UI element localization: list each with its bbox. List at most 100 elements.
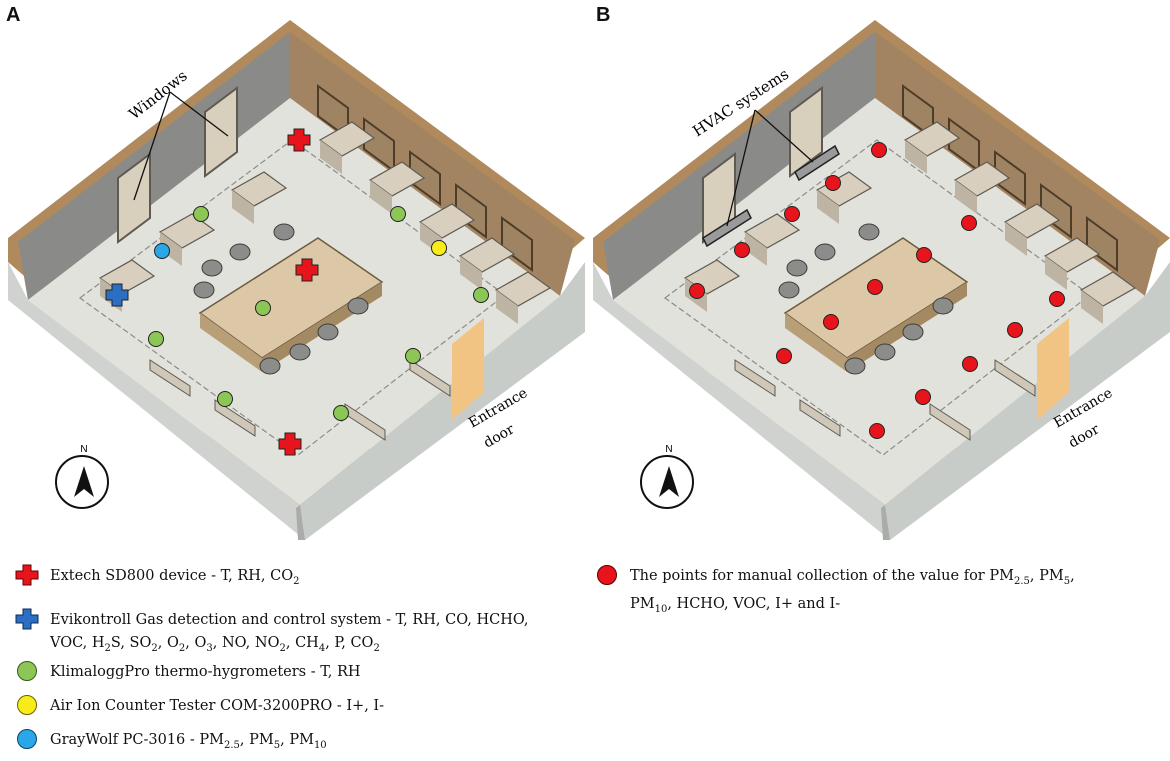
legend-item-manual-points: The points for manual collection of the … — [594, 564, 1075, 620]
chair-6 — [778, 281, 800, 299]
legend-item-klimalogg: KlimaloggPro thermo-hygrometers - T, RH — [14, 660, 361, 682]
desk-4 — [1003, 203, 1061, 239]
marker-red-13 — [915, 389, 931, 405]
chair-1 — [229, 243, 251, 261]
entrance-door — [452, 318, 484, 420]
legend-text-evikontroll: Evikontroll Gas detection and control sy… — [50, 612, 529, 654]
window-1 — [789, 86, 823, 178]
chair-2 — [858, 223, 880, 241]
front-left-wall — [593, 262, 890, 540]
marker-green-10 — [217, 391, 233, 407]
desk-side-3 — [955, 180, 977, 214]
hvac-unit-1 — [702, 208, 752, 248]
desk-2 — [903, 121, 961, 157]
desk-side-5 — [1045, 256, 1067, 290]
red-cross-icon — [15, 564, 39, 586]
hvac-leader-2 — [754, 109, 814, 163]
marker-red-7 — [867, 279, 883, 295]
front-right-wall — [300, 262, 585, 540]
legend-item-graywolf: GrayWolf PC-3016 - PM2.5, PM5, PM10 — [14, 728, 327, 756]
chair-7 — [259, 357, 281, 375]
hvac-leader-1 — [726, 109, 756, 227]
wall-frame-4 — [501, 216, 533, 272]
front-desk-0 — [734, 359, 776, 397]
entrance-door — [1037, 318, 1069, 420]
panel-b-letter: B — [596, 4, 611, 26]
windows-leader-2 — [169, 91, 229, 137]
compass-icon: N — [640, 444, 694, 509]
red-circle-icon — [597, 565, 617, 585]
marker-green-8 — [148, 331, 164, 347]
green-circle-icon — [17, 661, 37, 681]
marker-cross-2 — [278, 432, 302, 456]
desk-side-4 — [1005, 222, 1027, 256]
legend-text-manual-points: The points for manual collection of the … — [630, 568, 1075, 615]
marker-red-3 — [734, 242, 750, 258]
cyan-circle-icon — [17, 729, 37, 749]
compass-arrow — [659, 466, 679, 497]
legend-text-ion-counter: Air Ion Counter Tester COM-3200PRO - I+,… — [50, 698, 385, 714]
desk-6 — [494, 271, 552, 307]
blue-cross-icon — [15, 608, 39, 630]
desk-3 — [953, 161, 1011, 197]
chair-4 — [317, 323, 339, 341]
desk-side-3 — [370, 180, 392, 214]
entrance-label-2: door — [1066, 421, 1102, 451]
desk-side-2 — [905, 140, 927, 174]
marker-red-12 — [962, 356, 978, 372]
legend-text-klimalogg: KlimaloggPro thermo-hygrometers - T, RH — [50, 664, 361, 680]
compass-arrow — [74, 466, 94, 497]
chair-4 — [902, 323, 924, 341]
panel-a-letter: A — [6, 4, 21, 26]
chair-3 — [289, 343, 311, 361]
corner-post — [881, 505, 890, 540]
desk-side-1 — [817, 190, 839, 224]
marker-green-9 — [405, 348, 421, 364]
desk-side-6 — [496, 290, 518, 324]
legend-text-extech: Extech SD800 device - T, RH, CO2 — [50, 568, 300, 587]
wall-frame-3 — [455, 183, 487, 239]
desk-side-2 — [320, 140, 342, 174]
marker-cross-0 — [287, 128, 311, 152]
marker-red-1 — [825, 175, 841, 191]
marker-yellow-12 — [431, 240, 447, 256]
desk-side-0 — [160, 232, 182, 266]
desk-6 — [1079, 271, 1137, 307]
legend-text-graywolf: GrayWolf PC-3016 - PM2.5, PM5, PM10 — [50, 732, 327, 751]
marker-red-2 — [784, 206, 800, 222]
legend-a: Extech SD800 device - T, RH, CO2 Evikont… — [14, 564, 584, 754]
marker-cyan-13 — [154, 243, 170, 259]
marker-green-7 — [473, 287, 489, 303]
marker-cross-3 — [105, 283, 129, 307]
legend-item-ion-counter: Air Ion Counter Tester COM-3200PRO - I+,… — [14, 694, 384, 716]
front-desk-3 — [409, 359, 451, 397]
marker-green-11 — [333, 405, 349, 421]
marker-red-10 — [1049, 291, 1065, 307]
chair-1 — [814, 243, 836, 261]
marker-red-4 — [689, 283, 705, 299]
front-desk-3 — [994, 359, 1036, 397]
window-1 — [204, 86, 238, 178]
front-left-wall — [8, 262, 305, 540]
legend-item-evikontroll: Evikontroll Gas detection and control sy… — [14, 608, 529, 659]
marker-red-9 — [776, 348, 792, 364]
front-right-wall — [885, 262, 1170, 540]
windows-leader-1 — [133, 91, 171, 201]
front-desk-1 — [799, 399, 841, 437]
desk-0 — [743, 213, 801, 249]
desk-side-1 — [232, 190, 254, 224]
chair-3 — [874, 343, 896, 361]
chair-0 — [786, 259, 808, 277]
desk-side-0 — [745, 232, 767, 266]
corner-post — [296, 505, 305, 540]
marker-red-5 — [961, 215, 977, 231]
yellow-circle-icon — [17, 695, 37, 715]
front-desk-1 — [214, 399, 256, 437]
marker-green-5 — [390, 206, 406, 222]
front-desk-2 — [929, 403, 971, 441]
marker-green-4 — [193, 206, 209, 222]
marker-red-11 — [1007, 322, 1023, 338]
chair-6 — [193, 281, 215, 299]
